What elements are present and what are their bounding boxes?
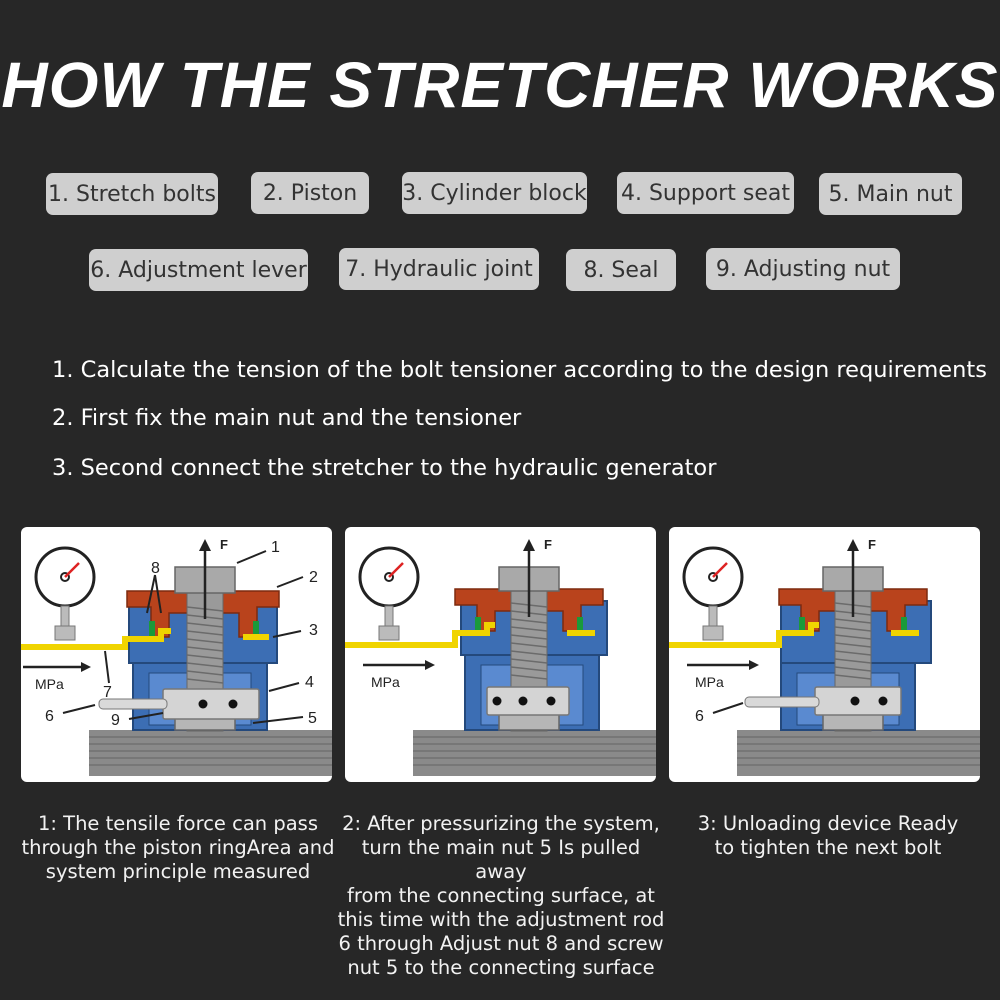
seal-left — [149, 621, 155, 637]
callout-5: 5 — [308, 710, 317, 727]
piston — [126, 590, 280, 638]
part-tag-support-seat: 4. Support seat — [617, 172, 794, 214]
part-tag-cylinder-block: 3. Cylinder block — [402, 172, 587, 214]
force-label: F — [544, 537, 552, 552]
callout-1: 1 — [271, 539, 280, 556]
adjusting-nut — [162, 688, 260, 720]
seal-right — [253, 621, 259, 637]
callout-3: 3 — [309, 622, 318, 639]
callout-6: 6 — [695, 708, 704, 725]
step-1: 1. Calculate the tension of the bolt ten… — [52, 357, 987, 383]
base-plate — [413, 730, 656, 776]
diagram-panel-3: MPa F 6 — [669, 527, 980, 782]
diagram-panel-1: MPa F 1 2 3 4 5 6 7 8 9 — [21, 527, 332, 782]
hydraulic-line — [345, 622, 495, 648]
adjustment-lever — [744, 696, 820, 708]
hydraulic-line — [21, 628, 171, 650]
caption-line: system principle measured — [45, 860, 311, 883]
part-tag-hydraulic-joint: 7. Hydraulic joint — [339, 248, 539, 290]
caption-line: 3: Unloading device Ready — [697, 812, 959, 835]
pressure-label: MPa — [371, 674, 400, 690]
callout-8: 8 — [151, 560, 160, 577]
caption-line: 6 through Adjust nut 8 and screw — [338, 932, 664, 955]
caption-line: turn the main nut 5 Is pulled away — [361, 836, 641, 883]
pressure-label: MPa — [695, 674, 724, 690]
caption-panel-2: 2: After pressurizing the system, turn t… — [336, 812, 666, 980]
caption-line: 1: The tensile force can pass — [37, 812, 318, 835]
caption-line: this time with the adjustment rod — [337, 908, 665, 931]
callout-7: 7 — [103, 684, 112, 701]
diagram-panel-2: MPa F — [345, 527, 656, 782]
page-title: HOW THE STRETCHER WORKS — [1, 49, 999, 121]
step-2: 2. First fix the main nut and the tensio… — [52, 405, 522, 431]
part-tag-stretch-bolts: 1. Stretch bolts — [46, 173, 218, 215]
caption-line: nut 5 to the connecting surface — [347, 956, 655, 979]
callout-4: 4 — [305, 674, 314, 691]
part-tag-adjusting-nut: 9. Adjusting nut — [706, 248, 900, 290]
caption-line: 2: After pressurizing the system, — [342, 812, 660, 835]
part-tag-adjustment-lever: 6. Adjustment lever — [89, 249, 308, 291]
force-label: F — [220, 537, 228, 552]
hydraulic-line — [669, 622, 819, 648]
part-tag-piston: 2. Piston — [251, 172, 369, 214]
pressure-label: MPa — [35, 676, 64, 692]
adjusting-nut — [486, 686, 570, 716]
force-label: F — [868, 537, 876, 552]
caption-panel-1: 1: The tensile force can pass through th… — [20, 812, 336, 884]
caption-line: through the piston ringArea and — [21, 836, 335, 859]
base-plate — [89, 730, 332, 776]
callout-2: 2 — [309, 569, 318, 586]
part-tag-main-nut: 5. Main nut — [819, 173, 962, 215]
callout-9: 9 — [111, 712, 120, 729]
adjustment-lever — [98, 698, 168, 710]
caption-line: to tighten the next bolt — [714, 836, 942, 859]
callout-6: 6 — [45, 708, 54, 725]
caption-panel-3: 3: Unloading device Ready to tighten the… — [670, 812, 986, 860]
caption-line: from the connecting surface, at — [347, 884, 655, 907]
part-tag-seal: 8. Seal — [566, 249, 676, 291]
step-3: 3. Second connect the stretcher to the h… — [52, 455, 717, 481]
base-plate — [737, 730, 980, 776]
